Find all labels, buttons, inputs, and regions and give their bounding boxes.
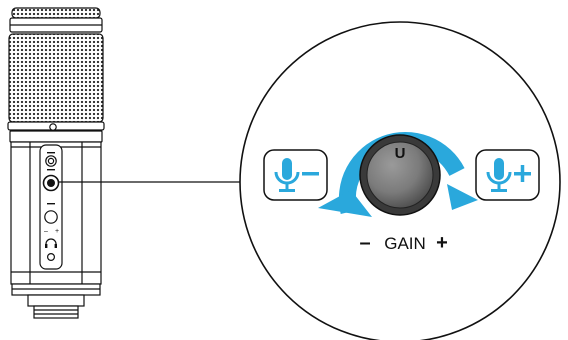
mic-minus-icon [264, 150, 327, 200]
svg-text:–: – [44, 228, 48, 235]
microphone-base [12, 284, 100, 318]
microphone-illustration: – + [8, 8, 104, 318]
knob-indicator-mark: U [395, 145, 406, 162]
gain-minus-label: – [359, 232, 370, 254]
gain-plus-label: + [436, 232, 448, 254]
svg-text:+: + [55, 228, 59, 235]
microphone-body: – + [10, 131, 102, 284]
mic-plus-icon [476, 150, 539, 200]
gain-label: GAIN [384, 234, 426, 253]
gain-knob[interactable]: U [360, 135, 440, 215]
microphone-grille [8, 8, 104, 130]
